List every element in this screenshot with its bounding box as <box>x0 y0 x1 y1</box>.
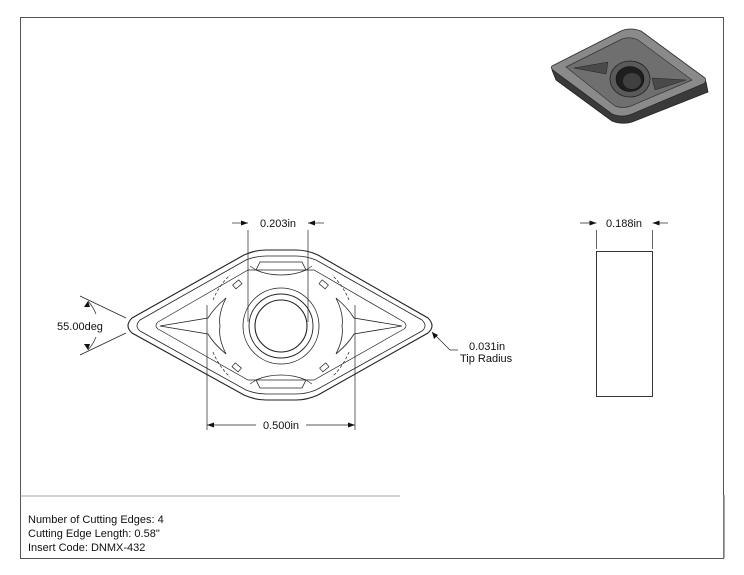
insert-outline <box>127 249 433 401</box>
tip-radius-label: Tip Radius <box>460 353 513 365</box>
bore-outer-circle <box>242 287 320 365</box>
cutting-edges-note: Number of Cutting Edges: 4 <box>28 514 164 526</box>
dimension-arrows <box>84 220 438 428</box>
sheet-border <box>20 17 724 559</box>
side-view <box>580 222 668 397</box>
insert-code-note: Insert Code: DNMX-432 <box>28 542 146 554</box>
overall-width-dimension: 0.500in <box>263 420 299 432</box>
isometric-view <box>550 28 709 124</box>
side-view-profile <box>596 251 653 397</box>
thickness-arrows <box>589 220 660 226</box>
center-bore-dimension: 0.203in <box>260 218 296 230</box>
thickness-dimension: 0.188in <box>606 218 642 230</box>
angle-dimension: 55.00deg <box>57 321 103 333</box>
front-view <box>127 249 433 401</box>
bore-hole-circle <box>254 299 308 353</box>
bore-countersink-circle <box>248 293 314 359</box>
tip-radius-value: 0.031in <box>469 341 505 353</box>
cutting-edge-length-note: Cutting Edge Length: 0.58" <box>28 528 160 540</box>
